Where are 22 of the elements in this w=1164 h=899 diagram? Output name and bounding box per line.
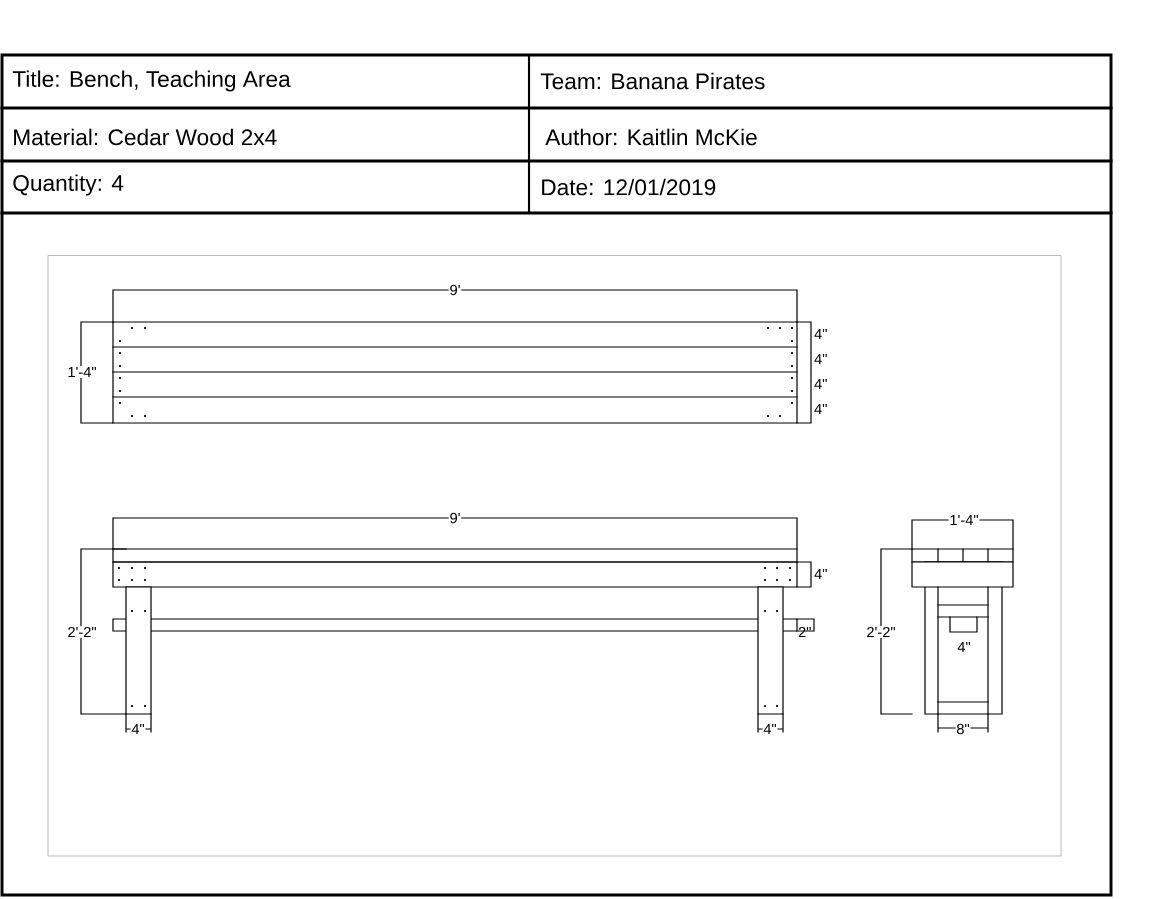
dimension-label: 4"	[814, 568, 827, 580]
dimension-label: 4"	[814, 403, 827, 415]
title-block-field: Material: Cedar Wood 2x4	[14, 128, 277, 146]
dimension-label: 9'	[448, 284, 462, 296]
title-block-field: Team: Banana Pirates	[540, 72, 765, 90]
dimension-label: 8"	[955, 723, 971, 735]
dimension-label: 2'-2"	[865, 626, 897, 638]
dimension-label: 4"	[814, 328, 827, 340]
dimension-label: 4"	[814, 378, 827, 390]
dimension-label: 1'-4"	[948, 514, 980, 526]
dimension-label: 4"	[762, 723, 778, 735]
dimension-label: 4"	[130, 723, 146, 735]
dimension-label: 4"	[956, 641, 972, 653]
title-block-field: Author: Kaitlin McKie	[545, 128, 757, 146]
title-block-field: Quantity: 4	[13, 174, 124, 196]
title-block-field: Title: Bench, Teaching Area	[12, 70, 291, 92]
dimension-label: 1'-4"	[66, 366, 98, 378]
dimension-label: 9'	[448, 512, 462, 524]
dimension-label: 2'-2"	[66, 626, 98, 638]
dimension-label: 2"	[798, 626, 811, 638]
dimension-label: 4"	[814, 353, 827, 365]
title-block-field: Date: 12/01/2019	[542, 178, 716, 196]
